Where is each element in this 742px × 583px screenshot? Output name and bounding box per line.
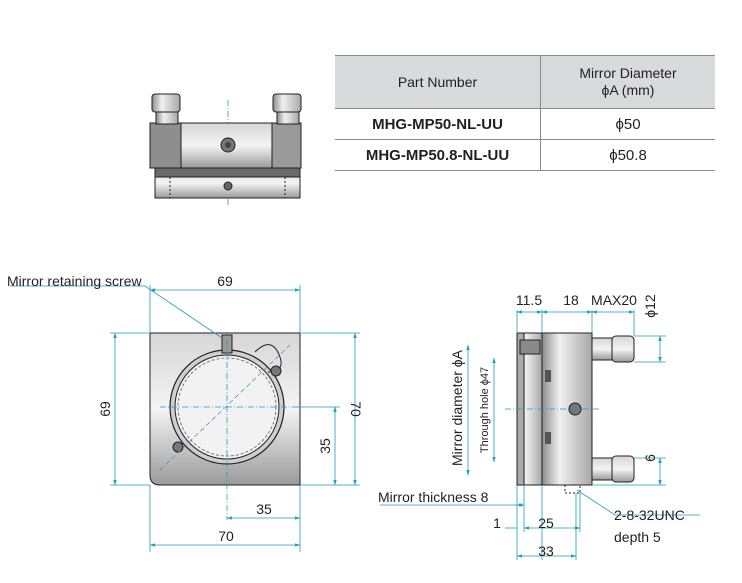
thread-label: 2-8-32UNC (614, 507, 685, 523)
part-number-cell: MHG-MP50-NL-UU (335, 108, 541, 140)
part-number-cell: MHG-MP50.8-NL-UU (335, 139, 541, 171)
part-number-header: Part Number (335, 55, 541, 109)
dim-phi12: ϕ12 (642, 294, 658, 318)
mirror-diameter-header: Mirror Diameter ϕA (mm) (540, 55, 715, 109)
front-view: Mirror retaining screw 69 69 70 35 35 70 (7, 273, 364, 552)
diameter-cell: ϕ50.8 (540, 139, 715, 171)
through-hole-label: Through hole ϕ47 (479, 367, 491, 453)
mirror-retaining-screw-label: Mirror retaining screw (7, 273, 142, 289)
dim-max20: MAX20 (591, 292, 637, 308)
dim-11-5: 11.5 (516, 292, 542, 308)
dim-center-height: 35 (317, 438, 333, 454)
mirror-diameter-label: Mirror diameter ϕA (449, 349, 465, 466)
table-row: MHG-MP50-NL-UU ϕ50 (335, 108, 715, 140)
mirror-diameter-header-line1: Mirror Diameter (579, 65, 677, 81)
dim-1: 1 (493, 515, 501, 531)
dim-right-height: 70 (348, 401, 364, 417)
table-row: MHG-MP50.8-NL-UU ϕ50.8 (335, 139, 715, 171)
dim-left-height: 69 (97, 401, 113, 417)
dim-bottom-width: 70 (218, 528, 234, 544)
diameter-cell: ϕ50 (540, 108, 715, 140)
top-view (149, 93, 302, 205)
dim-18: 18 (563, 292, 579, 308)
side-view: 11.5 18 MAX20 ϕ12 Mirror diameter ϕA Thr… (378, 292, 700, 560)
depth-label: depth 5 (614, 529, 661, 545)
dim-center-width: 35 (256, 501, 272, 517)
table-header-row: Part Number Mirror Diameter ϕA (mm) (335, 55, 715, 109)
dim-6: 6 (642, 454, 658, 462)
dim-25: 25 (538, 515, 554, 531)
mirror-thickness-label: Mirror thickness 8 (378, 489, 489, 505)
dim-33: 33 (538, 543, 554, 559)
spec-table: Part Number Mirror Diameter ϕA (mm) MHG-… (335, 55, 715, 171)
dim-top-width: 69 (217, 273, 233, 289)
mirror-diameter-header-line2: ϕA (mm) (601, 82, 655, 98)
